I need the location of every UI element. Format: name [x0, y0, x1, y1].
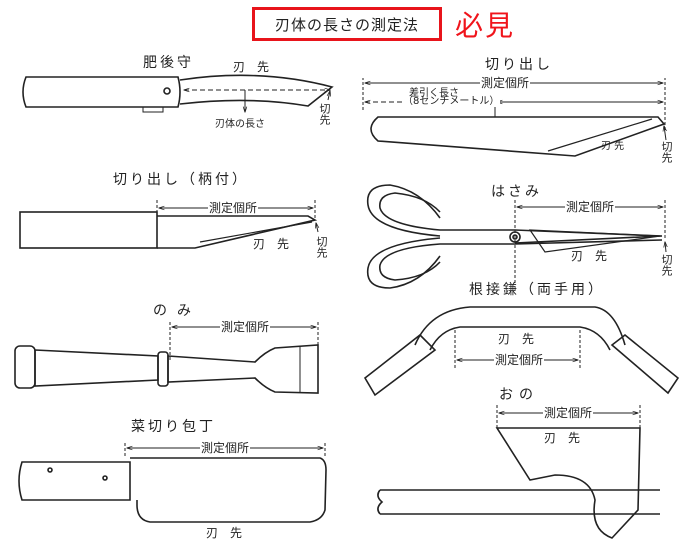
- negiri-kama-measure-label: 測定個所: [494, 353, 545, 367]
- kiridashi-edge-label: 刃 先: [601, 141, 625, 152]
- nakiri-drawing: [18, 443, 327, 523]
- higonokami-edge-label: 刃 先: [233, 60, 270, 74]
- kiridashi-deduct-value: （8センチメートル）: [402, 96, 501, 107]
- higonokami-title: 肥後守: [143, 55, 194, 71]
- nakiri-title: 菜切り包丁: [131, 419, 216, 435]
- nakiri-edge-label: 刃 先: [206, 526, 243, 540]
- scissors-tip-label: 切先: [660, 254, 673, 276]
- negiri-kama-drawing: [363, 306, 680, 397]
- scissors-measure-label: 測定個所: [565, 200, 616, 214]
- kiridashi-handle-measure-label: 測定個所: [208, 201, 259, 215]
- kiridashi-deduct-label: 差引く長さ: [409, 88, 459, 99]
- ono-edge-label: 刃 先: [544, 431, 581, 445]
- negiri-kama-title: 根接鎌（両手用）: [469, 282, 605, 298]
- kiridashi-title: 切り出し: [485, 57, 553, 73]
- ono-measure-label: 測定個所: [543, 406, 594, 420]
- nomi-title: のみ: [153, 303, 201, 319]
- higonokami-blade-length-label: 刃体の長さ: [214, 119, 266, 130]
- nomi-drawing: [14, 322, 319, 394]
- kiridashi-tip-label: 切先: [660, 141, 673, 163]
- scissors-drawing: [366, 184, 666, 289]
- scissors-edge-label: 刃 先: [571, 249, 608, 263]
- nakiri-measure-label: 測定個所: [200, 441, 251, 455]
- page-title: 刃体の長さの測定法: [252, 7, 442, 41]
- ono-drawing: [377, 405, 660, 539]
- page-title-text: 刃体の長さの測定法: [274, 15, 419, 34]
- nomi-measure-label: 測定個所: [220, 320, 271, 334]
- kiridashi-handle-edge-label: 刃 先: [253, 237, 290, 251]
- must-see-stamp: 必見: [455, 9, 516, 42]
- scissors-title: はさみ: [491, 184, 542, 200]
- kiridashi-measure-label: 測定個所: [480, 76, 531, 90]
- kiridashi-handle-title: 切り出し（柄付）: [113, 172, 249, 188]
- ono-title: おの: [499, 387, 539, 403]
- higonokami-drawing: [22, 74, 334, 112]
- higonokami-tip-label: 切先: [318, 103, 331, 125]
- kiridashi-handle-tip-label: 切先: [315, 236, 328, 258]
- kiridashi-handle-drawing: [19, 200, 318, 249]
- negiri-kama-edge-label: 刃 先: [498, 332, 535, 346]
